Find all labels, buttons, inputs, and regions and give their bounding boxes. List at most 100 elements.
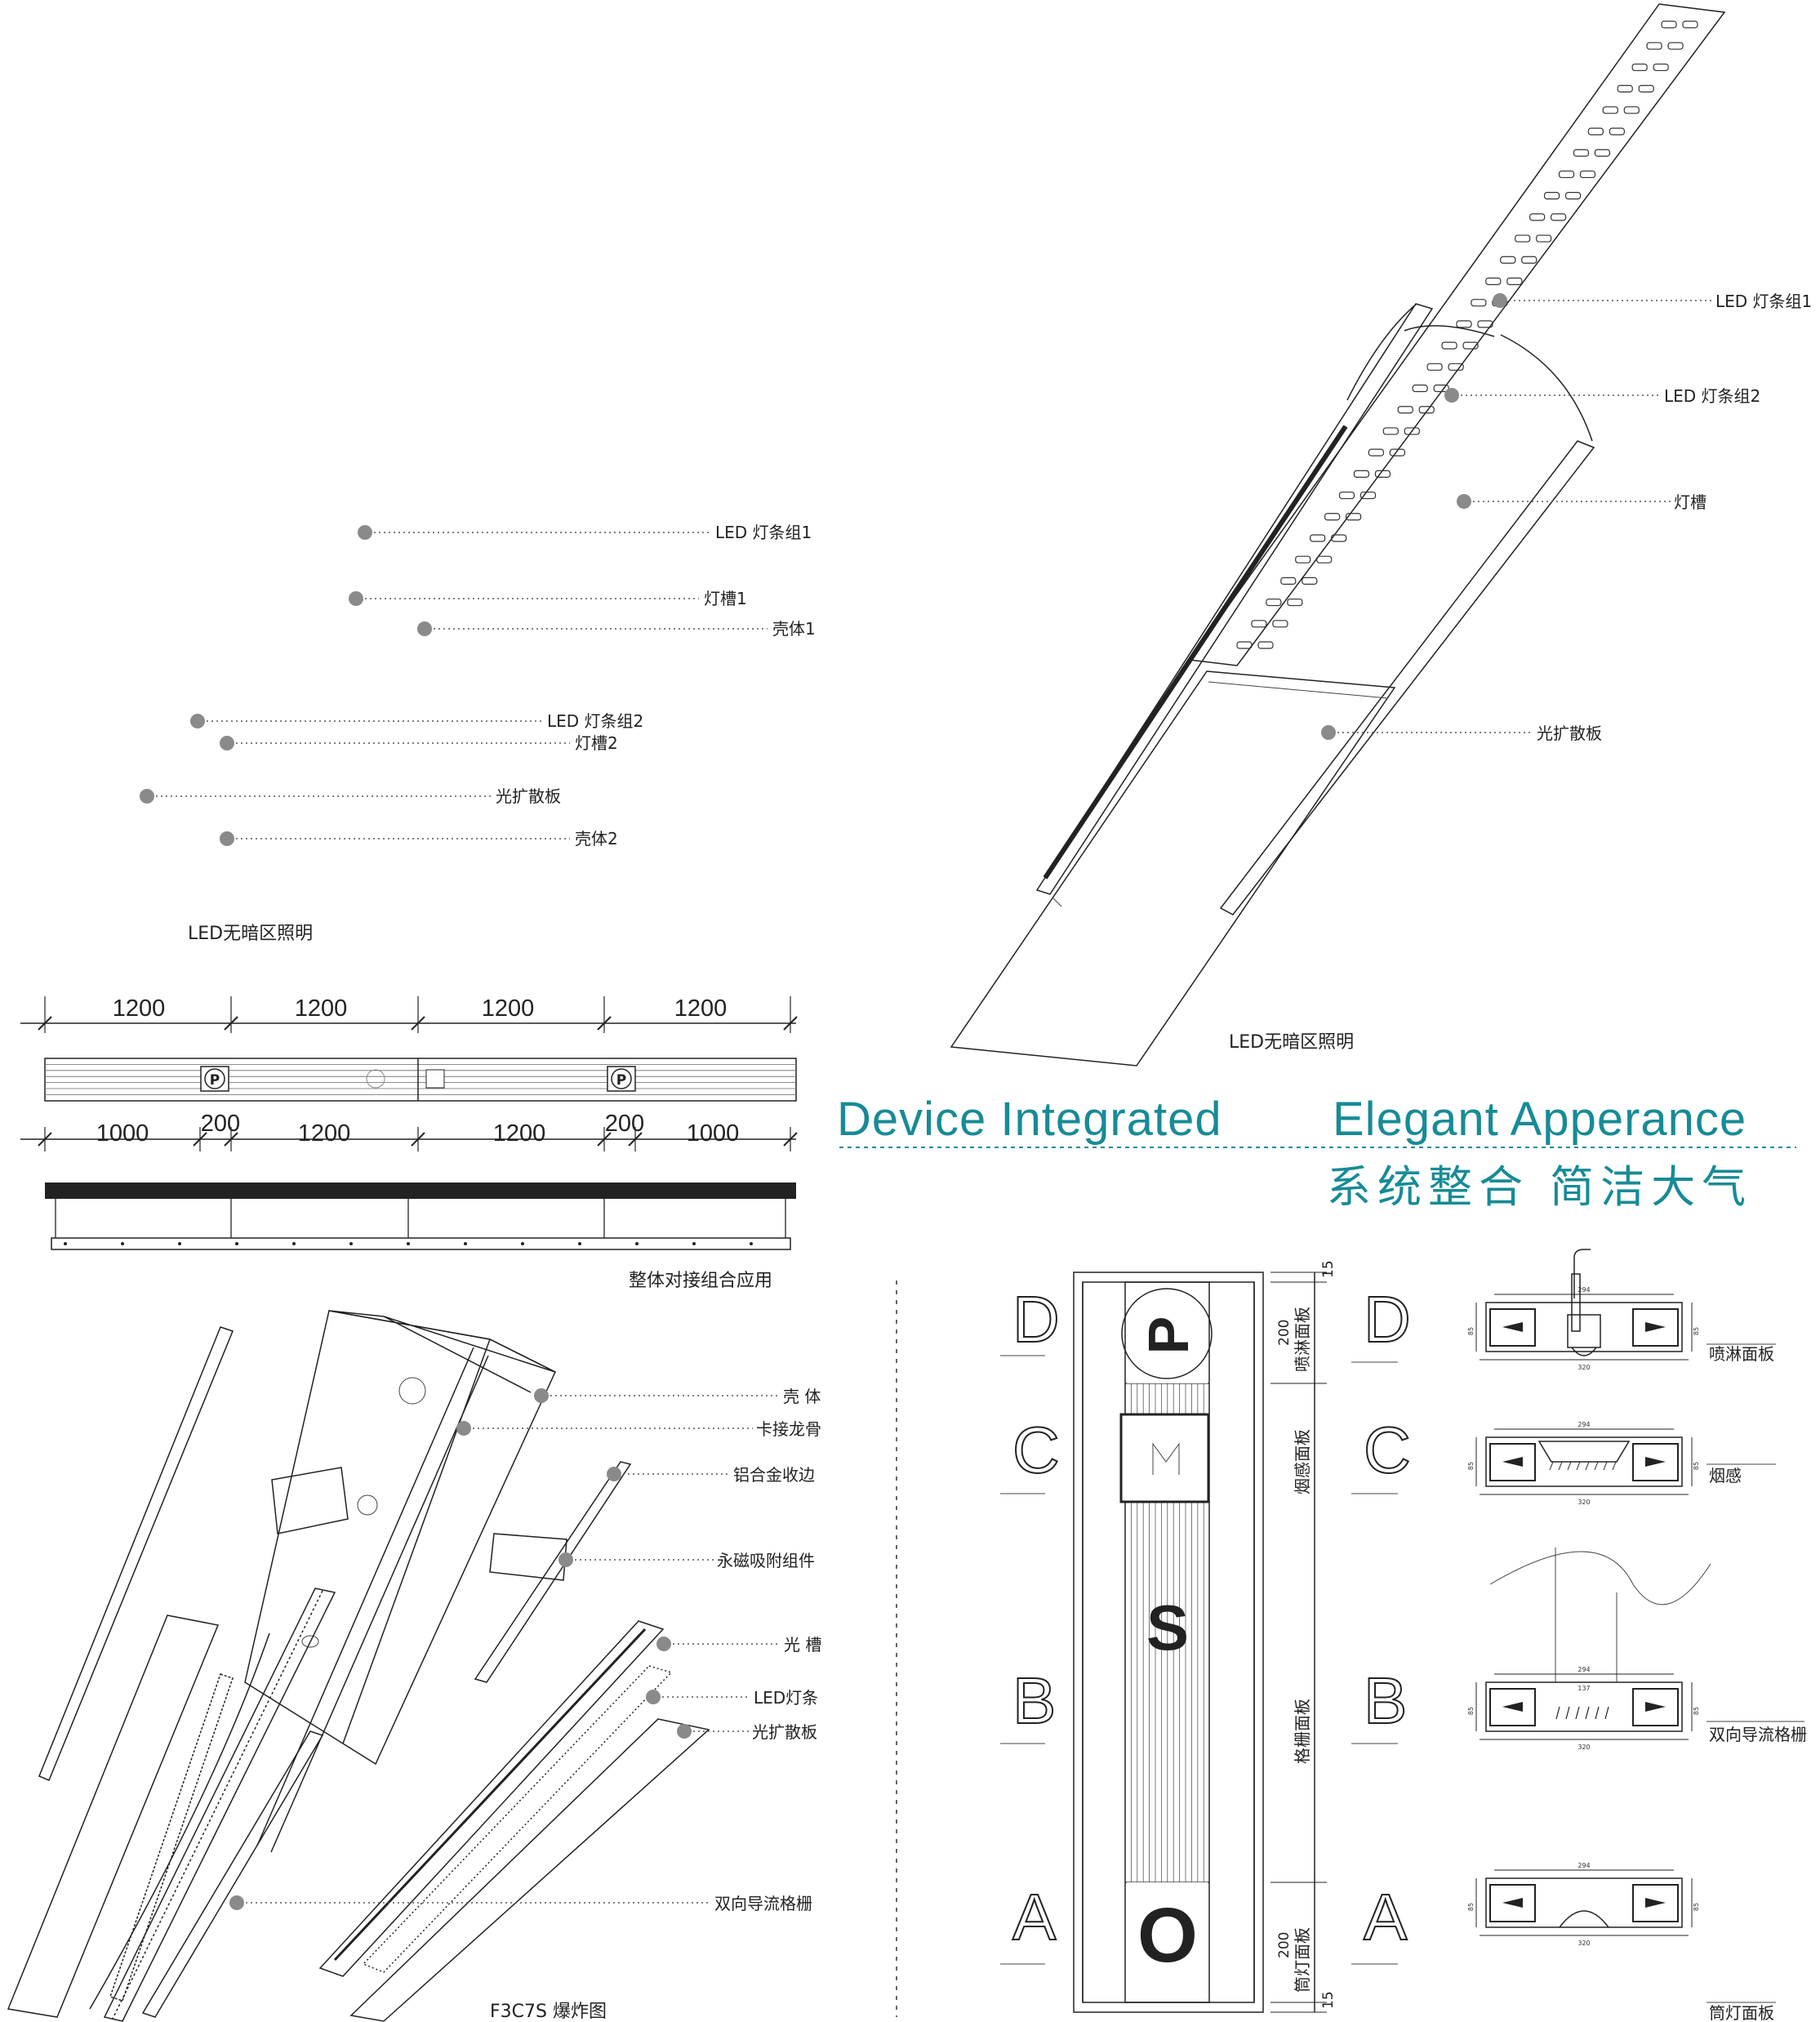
section-housing	[1485, 1877, 1683, 1928]
right-callout-label: 光扩散板	[1537, 724, 1602, 743]
top-dim-2: 1200	[295, 995, 348, 1022]
led-hole	[1331, 534, 1347, 542]
section-dim-height-text: 85	[1467, 1327, 1475, 1335]
exploded-callout-2: 卡接龙骨	[456, 1419, 821, 1439]
grille-blade	[1575, 1706, 1580, 1720]
assembly-elevation: 1200 1200 1200 1200 P P 1000 200 1200 12…	[20, 995, 798, 1291]
section-dim-outer-text: 320	[1577, 1364, 1590, 1371]
p-marker-2: P	[616, 1072, 626, 1089]
fixture-dot	[635, 1242, 639, 1245]
led-hole	[1506, 277, 1523, 286]
headline: Device Integrated Elegant Apperance 系统整合…	[837, 1093, 1796, 1213]
led-hole	[1462, 341, 1479, 350]
section-trough-left	[1489, 1443, 1536, 1481]
led-hole	[1515, 234, 1531, 243]
led-hole	[1257, 641, 1274, 649]
smoke-vent	[1567, 1461, 1572, 1471]
left-callout-2: 灯槽1	[349, 589, 747, 608]
dim-slash	[783, 1016, 798, 1031]
perspective-fixture: LED无暗区照明	[950, 3, 1726, 1067]
exploded-callout-3: 铝合金收边	[607, 1465, 815, 1485]
plan-letter-d: D	[1012, 1283, 1060, 1356]
grille-blade	[1604, 1706, 1609, 1720]
left-callout-label: 壳体1	[772, 619, 816, 639]
led-hole	[1682, 20, 1698, 29]
led-hole	[1573, 149, 1590, 157]
led-hole	[1456, 320, 1472, 328]
exploded-callout-label: 光 槽	[784, 1635, 821, 1655]
left-callout-label: 灯槽1	[704, 589, 747, 608]
plan-label-downlight: 筒灯面板	[1293, 1927, 1312, 1993]
section-letter: D	[1364, 1283, 1411, 1356]
section-dim-top-text: 294	[1577, 1421, 1590, 1428]
exploded-callout-8: 双向导流格栅	[229, 1894, 812, 1913]
grille-blade	[1585, 1706, 1590, 1720]
dim-slash	[38, 1132, 52, 1147]
led-hole	[1667, 42, 1684, 50]
plan-dim-15-bottom: 15	[1320, 1991, 1337, 2009]
led-hole	[1374, 470, 1391, 478]
right-callout-2: LED 灯条组2	[1444, 386, 1760, 406]
dim-slash	[783, 1132, 798, 1147]
section-label: 筒灯面板	[1709, 2003, 1774, 2022]
led-hole	[1287, 598, 1303, 607]
bottom-dim-6: 1000	[687, 1120, 740, 1147]
section-dim-height-text: 85	[1693, 1462, 1700, 1470]
section-trough-right	[1632, 1688, 1679, 1726]
led-hole	[1646, 42, 1662, 50]
led-hole	[1316, 555, 1333, 563]
sprinkler-head	[1567, 1314, 1601, 1348]
plan-symbol-p: P	[1137, 1316, 1200, 1355]
fixture-dot	[178, 1242, 181, 1245]
led-hole	[1251, 620, 1267, 628]
smoke-vent	[1558, 1461, 1563, 1471]
bottom-dim-2: 200	[201, 1111, 240, 1137]
exploded-callout-4: 永磁吸附组件	[558, 1551, 815, 1570]
led-hole	[1661, 20, 1677, 29]
right-callout-label: LED 灯条组1	[1715, 292, 1812, 311]
left-callout-label: LED 灯条组1	[715, 523, 812, 542]
plan-label-grille: 格栅面板	[1293, 1699, 1312, 1764]
led-mark	[1502, 1322, 1523, 1332]
led-hole	[1418, 406, 1435, 414]
fixture-dot	[292, 1242, 296, 1245]
section-dim-outer-text: 320	[1577, 1499, 1590, 1506]
smoke-vent	[1549, 1461, 1554, 1471]
top-dim-3: 1200	[482, 995, 535, 1022]
section-dim-top-text: 294	[1577, 1666, 1590, 1673]
exploded-callout-label: 双向导流格栅	[714, 1894, 812, 1913]
led-mark	[1645, 1898, 1666, 1908]
led-hole	[1266, 598, 1282, 607]
headline-chinese: 系统整合 简洁大气	[1327, 1161, 1752, 1213]
led-hole	[1623, 106, 1640, 114]
fixture-dot	[578, 1242, 581, 1245]
led-hole	[1536, 234, 1552, 243]
right-callout-list: LED 灯条组1 LED 灯条组2 灯槽 光扩散板	[1321, 292, 1812, 743]
section-dim-outer-text: 320	[1577, 1940, 1590, 1947]
panel-plan: P S O 15 200 200 15 喷淋面板 烟感面板 格栅面板 筒灯面板	[1073, 1260, 1337, 2013]
led-hole	[1441, 341, 1457, 350]
dim-slash	[597, 1132, 612, 1147]
dim-slash	[411, 1016, 425, 1031]
section-trough-left	[1489, 1884, 1536, 1922]
downlight-dome	[1559, 1910, 1609, 1928]
led-hole	[1579, 170, 1596, 179]
led-hole	[1653, 63, 1669, 72]
led-hole	[1426, 363, 1443, 371]
dim-slash	[411, 1132, 425, 1147]
plan-letter-a: A	[1012, 1881, 1057, 1953]
exploded-view: F3C7S 爆炸图	[7, 1310, 710, 2022]
plan-letter-b: B	[1012, 1664, 1056, 1737]
exploded-callout-label: 永磁吸附组件	[717, 1551, 815, 1570]
fixture-dot	[64, 1242, 67, 1245]
left-callout-4: LED 灯条组2	[190, 711, 643, 731]
plan-dim-200-top: 200	[1276, 1320, 1293, 1346]
grille-blade	[1595, 1706, 1600, 1720]
led-hole	[1587, 127, 1604, 136]
section-dim-height-text: 85	[1693, 1707, 1700, 1715]
plan-dim-200-bottom: 200	[1276, 1932, 1293, 1958]
